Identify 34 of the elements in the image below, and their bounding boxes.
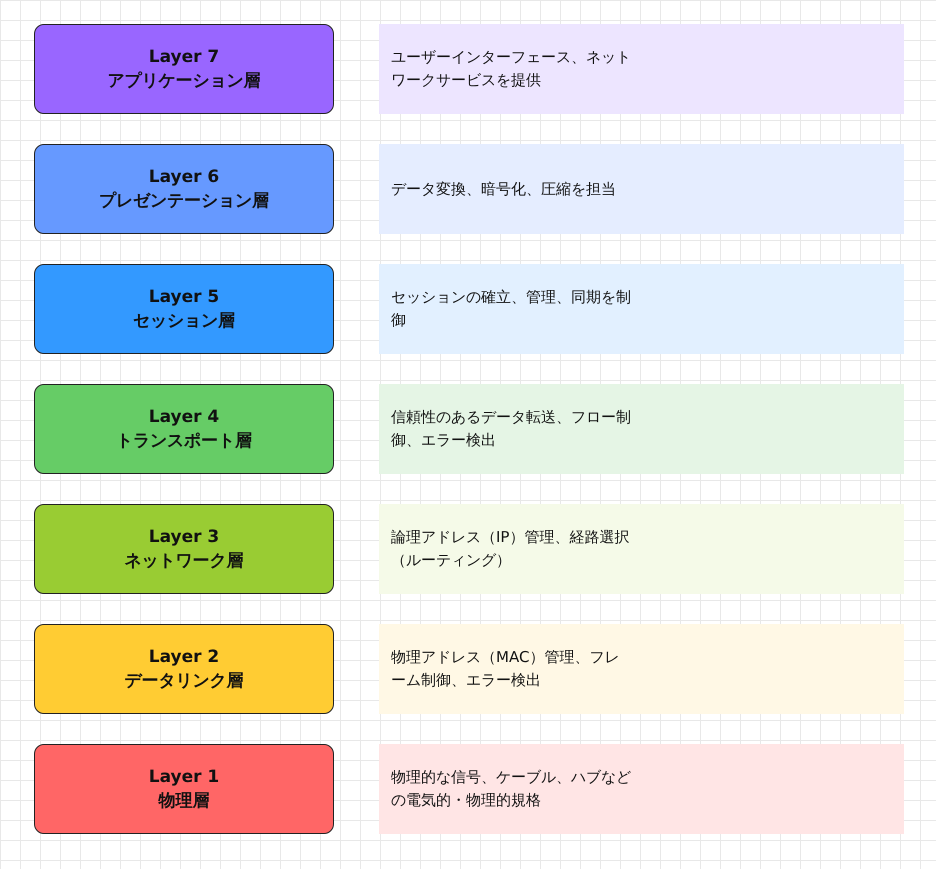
layer-description: 物理的な信号、ケーブル、ハブなどの電気的・物理的規格 [391, 767, 631, 811]
layer-box [34, 144, 334, 234]
layer-name: アプリケーション層 [108, 70, 260, 93]
layer-description: 信頼性のあるデータ転送、フロー制御、エラー検出 [391, 407, 631, 451]
layer-number: Layer 4 [148, 406, 220, 429]
layer-number: Layer 6 [148, 166, 220, 189]
layer-box [34, 384, 334, 474]
layer-name: トランスポート層 [116, 430, 252, 453]
layer-description: 物理アドレス（MAC）管理、フレーム制御、エラー検出 [391, 647, 620, 691]
layer-number: Layer 3 [148, 526, 220, 549]
description-panel [379, 624, 904, 714]
layer-number: Layer 7 [148, 46, 220, 69]
layer-description: データ変換、暗号化、圧縮を担当 [391, 178, 617, 200]
layer-box [34, 24, 334, 114]
description-panel [379, 744, 904, 834]
layer-number: Layer 1 [148, 766, 220, 789]
description-panel [379, 264, 904, 354]
layer-name: データリンク層 [124, 670, 244, 693]
layer-box [34, 744, 334, 834]
layer-name: 物理層 [158, 790, 210, 813]
description-panel [379, 144, 904, 234]
layer-description: ユーザーインターフェース、ネットワークサービスを提供 [391, 47, 631, 91]
layer-description: 論理アドレス（IP）管理、経路選択（ルーティング） [391, 527, 630, 571]
description-panel [379, 384, 904, 474]
layer-box [34, 264, 334, 354]
layer-box [34, 504, 334, 594]
description-panel [379, 24, 904, 114]
layer-number: Layer 5 [148, 286, 220, 309]
layer-box [34, 624, 334, 714]
layer-description: セッションの確立、管理、同期を制御 [391, 287, 631, 331]
layer-number: Layer 2 [148, 646, 220, 669]
layer-name: セッション層 [133, 310, 235, 333]
layer-name: プレゼンテーション層 [99, 190, 269, 213]
layer-name: ネットワーク層 [124, 550, 244, 573]
